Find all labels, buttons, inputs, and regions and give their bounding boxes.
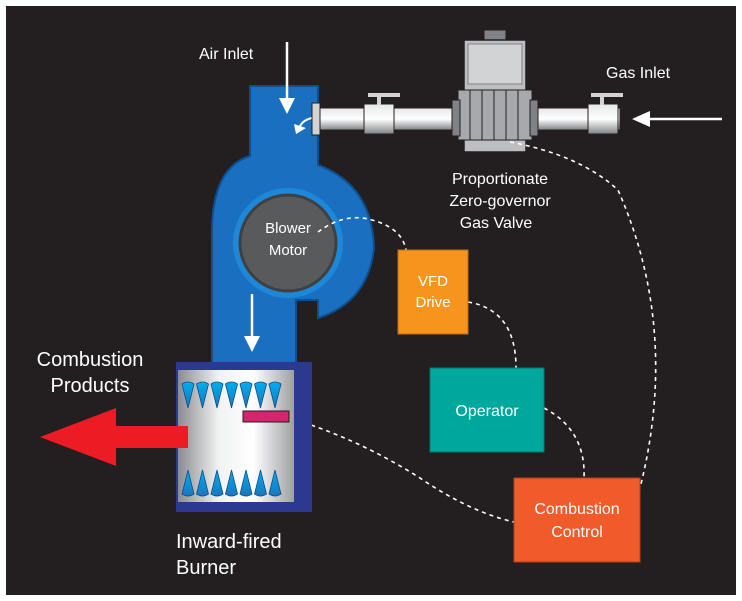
gas-valve-icon <box>451 29 539 153</box>
blower-motor <box>233 188 343 298</box>
air-inlet-down-arrow-icon <box>279 42 295 114</box>
burner-to-control-line <box>295 419 515 523</box>
flame-icon <box>181 381 195 409</box>
valve-to-control-line <box>509 141 657 489</box>
mix-arrow-head-icon <box>294 124 306 134</box>
flame-icon <box>239 381 253 409</box>
flame-icon <box>225 381 238 409</box>
igniter-icon <box>242 410 290 423</box>
flame-icon <box>254 469 267 497</box>
products-label-line2: Products <box>51 375 130 397</box>
flame-icon <box>196 469 209 497</box>
control-label-line2: Control <box>551 524 603 541</box>
left-ball-valve-icon <box>363 93 400 135</box>
blower-label-line2: Motor <box>269 242 307 259</box>
flame-icon <box>268 381 282 409</box>
operator-label: Operator <box>455 403 519 420</box>
gas-inlet-label: Gas Inlet <box>606 65 671 82</box>
right-ball-valve-icon <box>587 93 623 135</box>
flame-icon <box>210 381 224 409</box>
valve-label-line1: Proportionate <box>452 171 548 188</box>
blower-label-line1: Blower <box>265 220 311 237</box>
flame-icon <box>210 469 224 497</box>
vfd-to-operator-line <box>467 301 517 369</box>
burner-label-line2: Burner <box>176 557 236 579</box>
control-label-line1: Combustion <box>534 501 619 518</box>
combustion-control-box <box>513 477 641 563</box>
combustion-products-arrow-icon <box>40 408 188 466</box>
bottom-flame-row <box>181 469 282 497</box>
vfd-label-line1: VFD <box>418 273 448 290</box>
air-inlet-label: Air Inlet <box>199 46 254 63</box>
flame-icon <box>225 469 238 497</box>
flame-icon <box>268 469 282 497</box>
valve-label-line2: Zero-governor <box>449 193 551 210</box>
operator-to-control-line <box>543 407 585 479</box>
gas-inlet-left-arrow-icon <box>632 111 722 127</box>
burner-label-line1: Inward-fired <box>176 531 282 553</box>
flame-icon <box>181 469 195 497</box>
duct-down-arrow-icon <box>244 294 260 352</box>
flame-icon <box>254 381 267 409</box>
valve-label-line3: Gas Valve <box>460 215 533 232</box>
products-label-line1: Combustion <box>37 349 144 371</box>
vfd-label-line2: Drive <box>415 294 450 311</box>
blower-to-vfd-line <box>317 216 407 251</box>
vfd-drive-box <box>397 249 469 335</box>
top-flame-row <box>181 381 282 409</box>
flame-icon <box>196 381 209 409</box>
operator-box <box>429 367 545 453</box>
flame-icon <box>239 469 253 497</box>
